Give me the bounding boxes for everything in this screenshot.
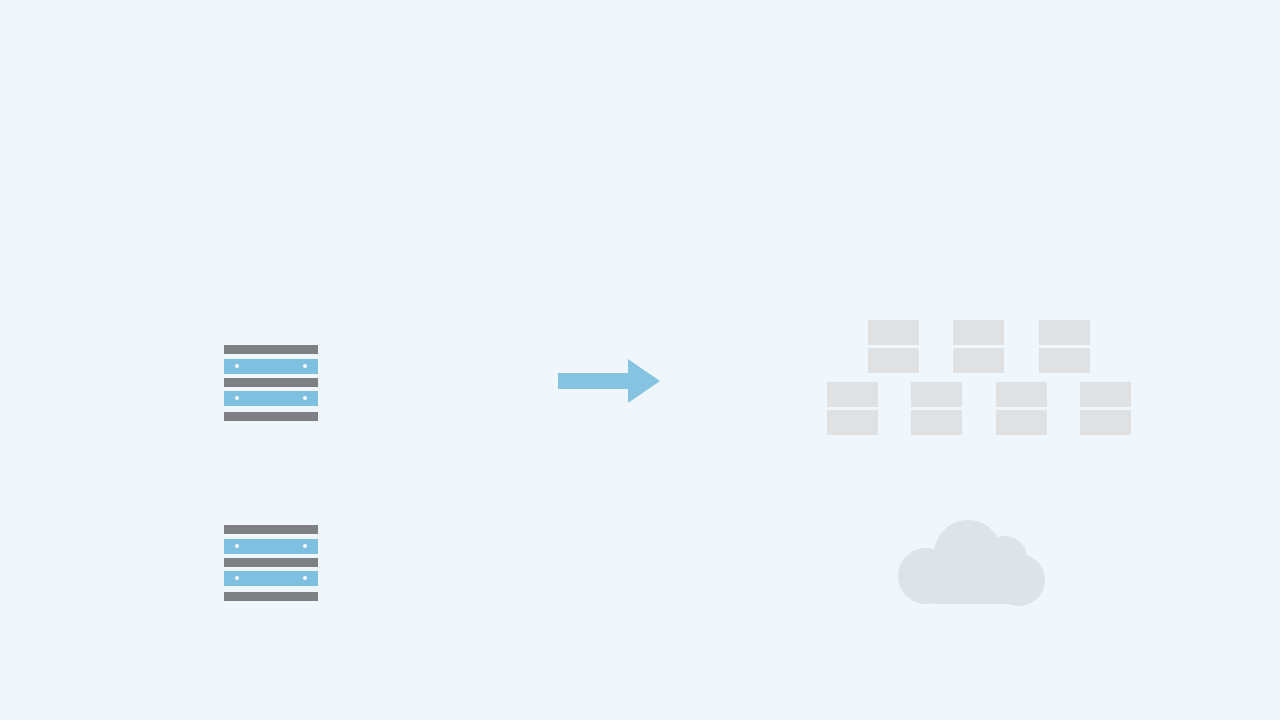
- arrow-right-icon: [558, 359, 660, 403]
- cloud-icon: [898, 520, 1045, 606]
- container-box: [996, 382, 1047, 435]
- container-box: [827, 382, 878, 435]
- container-box: [1039, 320, 1090, 373]
- container-box: [953, 320, 1004, 373]
- server-rack-icon: [224, 345, 318, 423]
- container-box: [1080, 382, 1131, 435]
- container-box: [868, 320, 919, 373]
- server-rack-icon: [224, 525, 318, 603]
- container-grid-icon: [826, 320, 1136, 440]
- container-box: [911, 382, 962, 435]
